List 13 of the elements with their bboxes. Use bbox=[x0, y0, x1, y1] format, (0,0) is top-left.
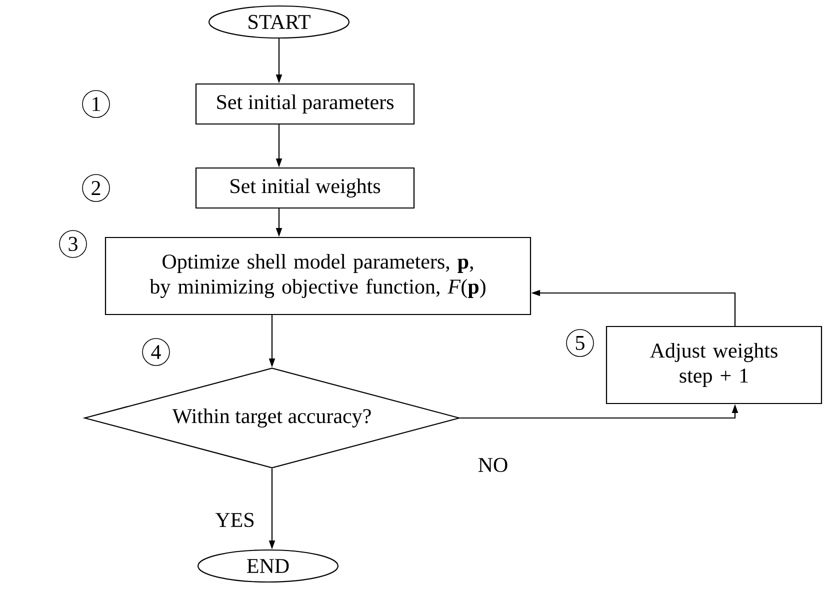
callout-number: 2 bbox=[82, 174, 110, 202]
edge-label: YES bbox=[214, 512, 256, 528]
end-terminal: END bbox=[197, 549, 339, 583]
process-box: Optimize shell model parameters, p, by minimizing objective function, F(p) bbox=[104, 236, 532, 316]
process-box: Set initial parameters bbox=[195, 83, 415, 125]
edge-label: NO bbox=[476, 456, 510, 474]
callout-number: 3 bbox=[59, 230, 87, 258]
process-box: Adjust weights step + 1 bbox=[606, 326, 822, 404]
process-box: Set initial weights bbox=[195, 167, 415, 209]
start-terminal: START bbox=[208, 5, 350, 39]
callout-number: 1 bbox=[82, 90, 110, 118]
callout-number: 4 bbox=[142, 338, 170, 366]
callout-number: 5 bbox=[566, 329, 594, 357]
